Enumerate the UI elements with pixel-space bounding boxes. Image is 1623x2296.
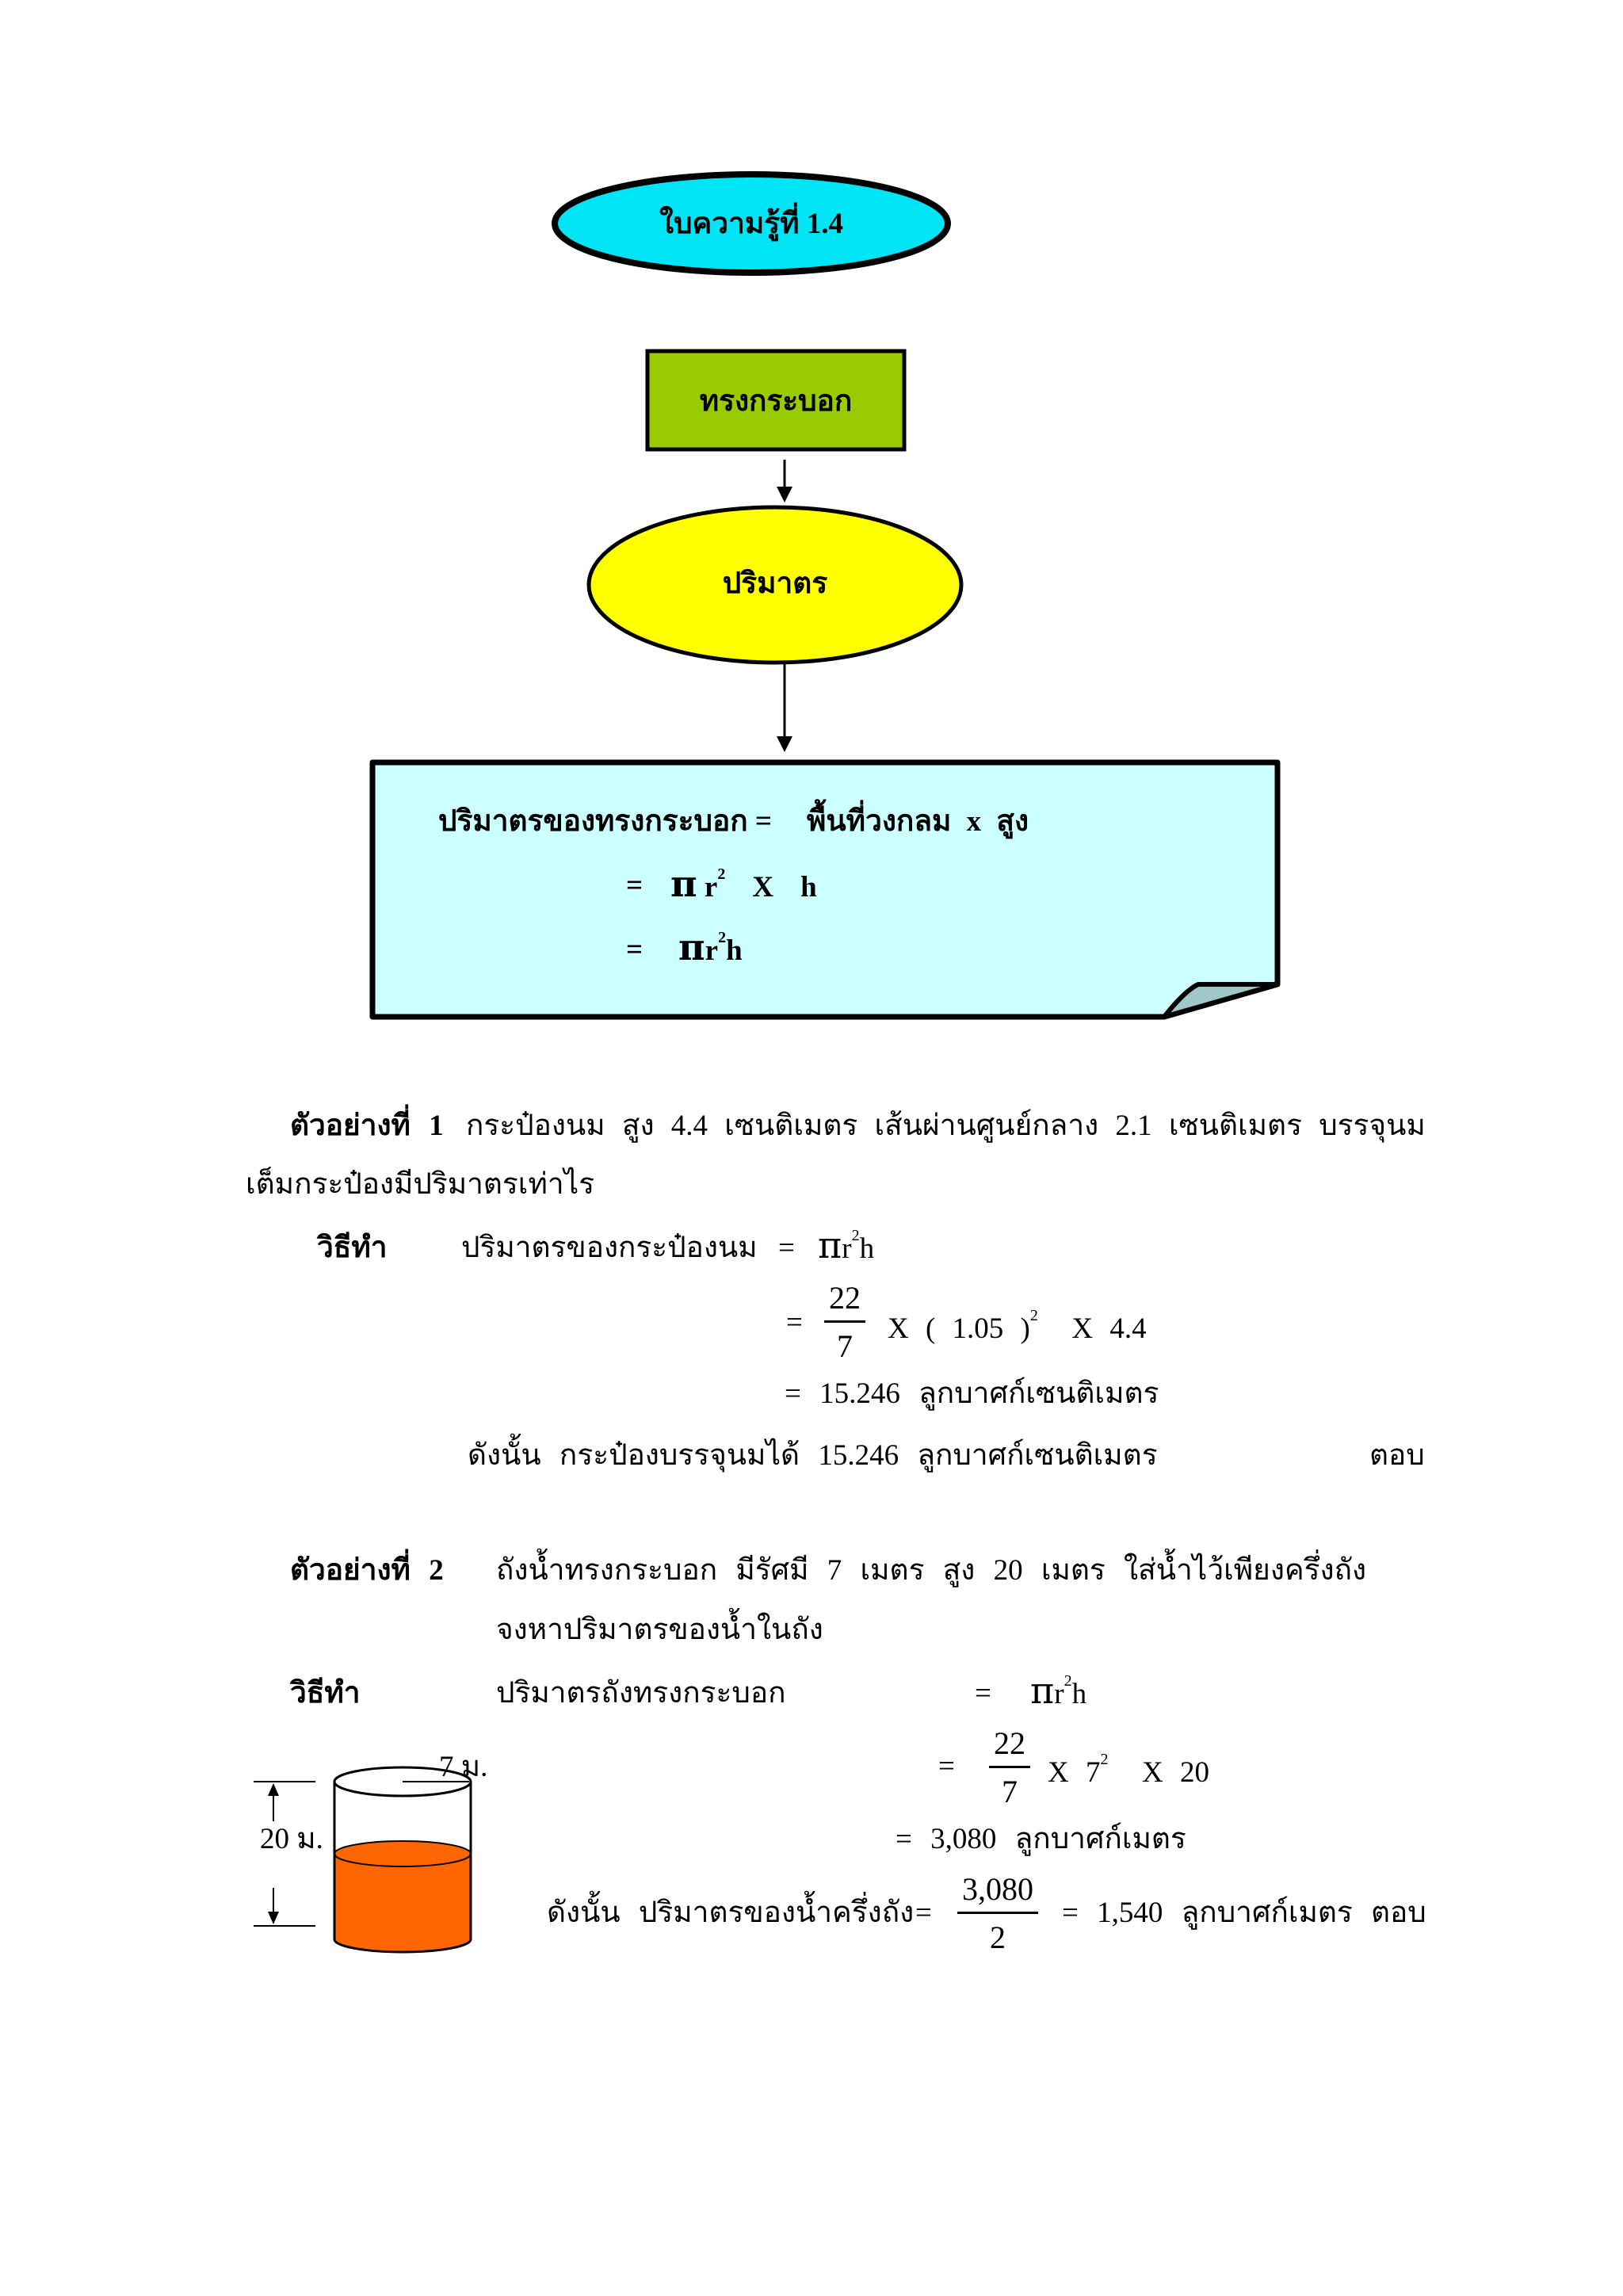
topic-label: ทรงกระบอก (699, 385, 853, 418)
example2-step1-eq: = (975, 1677, 991, 1710)
example2-method-label: วิธีทำ (290, 1677, 361, 1710)
topic-box (645, 349, 907, 452)
example1-conclusion: ดังนั้น กระป๋องบรรจุนมได้ 15.246 ลูกบาศก… (468, 1439, 1158, 1472)
height-dim-arrow-down (268, 1912, 279, 1924)
sheet-title: ใบความรู้ที่ 1.4 (659, 208, 843, 240)
example2-conclusion-fraction: 3,080 2 (957, 1874, 1038, 1954)
subtopic-label: ปริมาตร (722, 567, 828, 600)
example2-label: ตัวอย่างที่ 2 (290, 1554, 444, 1587)
cylinder-radius-label: 7 ม. (439, 1751, 488, 1783)
arrow-head-1 (777, 487, 792, 502)
formula-note (369, 759, 1281, 1020)
arrow-head-2 (777, 736, 792, 752)
example2-step1-formula: πr2h (1030, 1669, 1087, 1712)
example2-step3: = 3,080 ลูกบาศก์เมตร (896, 1823, 1186, 1855)
title-oval (552, 171, 951, 276)
fraction-denominator: 7 (1002, 1774, 1018, 1809)
example1-label: ตัวอย่างที่ 1 (290, 1110, 444, 1142)
formula-line2-eq: = (626, 869, 643, 902)
example2-fraction: 22 7 (989, 1728, 1030, 1808)
example2-conclusion-eq: = (915, 1897, 932, 1929)
fraction-numerator: 22 (989, 1728, 1030, 1768)
example2-conclusion-result: = 1,540 ลูกบาศก์เมตร ตอบ (1062, 1897, 1426, 1929)
formula-line3-eq: = (626, 934, 643, 966)
formula-line1-right: พื้นที่วงกลม x สูง (807, 805, 1029, 838)
example1-step2-rest: X ( 1.05 )2 X 4.4 (888, 1307, 1147, 1345)
fraction-denominator: 7 (837, 1328, 853, 1364)
height-dim-arrow-up (268, 1783, 279, 1796)
example1-step2-eq: = (786, 1306, 803, 1339)
fraction-numerator: 22 (824, 1282, 865, 1323)
example2-step2-rest: X 72 X 20 (1048, 1751, 1209, 1789)
example1-question-line2: เต็มกระป๋องมีปริมาตรเท่าไร (246, 1168, 595, 1201)
fraction-denominator: 2 (990, 1920, 1006, 1955)
example2-step2-eq: = (938, 1750, 955, 1782)
cylinder-bottom-rim (333, 1939, 472, 1954)
cylinder-figure (254, 1766, 472, 1954)
pi-symbol: π (670, 862, 697, 905)
example2-conclusion-left: ดังนั้น ปริมาตรของน้ำครึ่งถัง (547, 1897, 915, 1929)
example1-answer: ตอบ (1369, 1439, 1425, 1472)
example2-question-line1: ถังน้ำทรงกระบอก มีรัศมี 7 เมตร สูง 20 เม… (496, 1554, 1367, 1587)
example1-question-line1: กระป๋องนม สูง 4.4 เซนติเมตร เส้นผ่านศูนย… (466, 1110, 1426, 1142)
cylinder-height-label: 20 ม. (260, 1823, 323, 1855)
cylinder-water-bottom (334, 1927, 471, 1952)
example2-step1-left: ปริมาตรถังทรงกระบอก (496, 1677, 786, 1710)
formula-note-fold (1162, 982, 1280, 1019)
formula-line3: πr2h (678, 926, 743, 968)
cylinder-water-surface (334, 1840, 472, 1867)
example1-method-label: วิธีทำ (317, 1232, 388, 1264)
formula-line1-left: ปริมาตรของทรงกระบอก = (438, 805, 772, 838)
fraction-numerator: 3,080 (957, 1874, 1038, 1914)
example1-step1-left: ปริมาตรของกระป๋องนม (461, 1232, 758, 1264)
cylinder-water-body (334, 1854, 471, 1939)
example1-step1-formula: πr2h (818, 1224, 875, 1266)
example1-step1-eq: = (778, 1232, 795, 1264)
example1-step3: = 15.246 ลูกบาศก์เซนติเมตร (785, 1377, 1159, 1410)
example1-fraction: 22 7 (824, 1282, 865, 1362)
pi-symbol: π (678, 926, 705, 968)
subtopic-oval (586, 505, 964, 665)
example2-question-line2: จงหาปริมาตรของน้ำในถัง (496, 1614, 823, 1646)
cylinder-top-rim (333, 1766, 472, 1797)
